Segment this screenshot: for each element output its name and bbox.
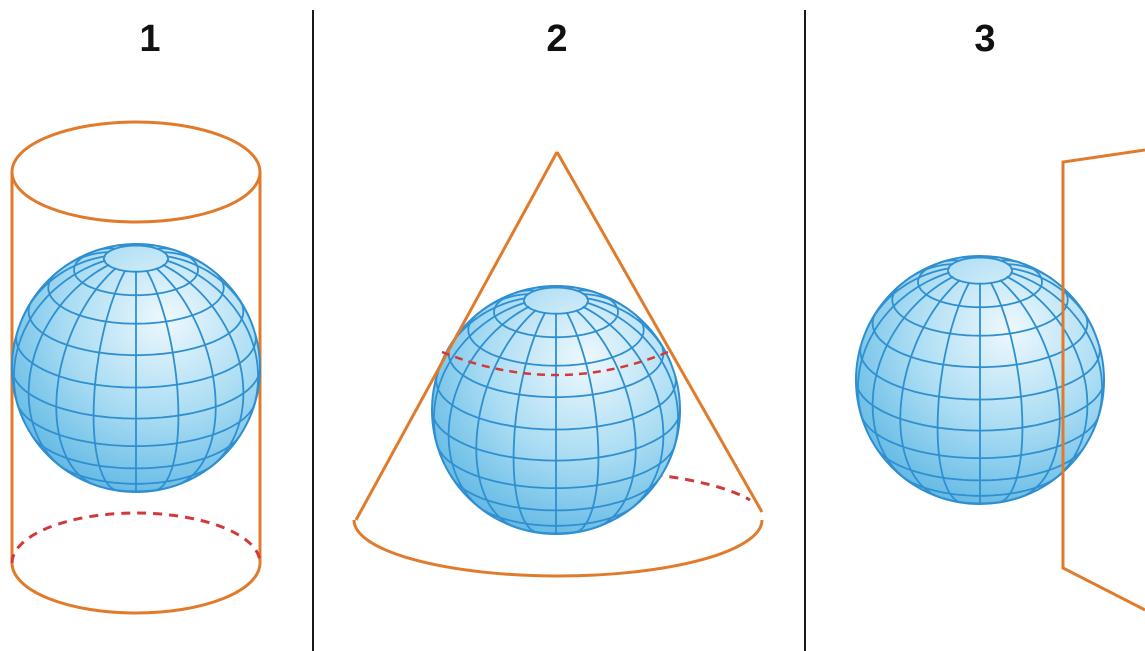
globe-meridian-line (999, 279, 1061, 499)
globe-meridian-line (936, 281, 971, 504)
globe-meridian-line (582, 305, 665, 513)
cone-left-edge (354, 151, 559, 521)
cylinder-bottom-front (10, 562, 262, 615)
globe-meridian-line (475, 309, 537, 529)
globe-meridian-line (92, 269, 127, 492)
globe-meridian-line (94, 247, 117, 252)
globe-meridian-line (166, 255, 252, 321)
globe-meridian-line (575, 309, 637, 529)
globe-meridian-line (999, 259, 1022, 264)
globe-meridian-line (13, 259, 106, 423)
globe-meridian-line (55, 267, 117, 487)
globe-meridian-line (857, 271, 950, 435)
globe-meridian-line (162, 263, 245, 471)
cylinder-bottom-back-dashed (10, 511, 262, 564)
panel-2-label: 2 (546, 18, 568, 60)
globe-meridian-line (899, 279, 961, 499)
globe-meridian-line (1010, 271, 1103, 435)
cone-tangent-circle-dashed (441, 350, 669, 377)
globe-meridian-line (155, 247, 178, 252)
globe-meridian-line (586, 301, 679, 465)
globe-meridian-line (1006, 263, 1053, 280)
globe-meridian-line (447, 305, 530, 513)
globe-meridian-line (907, 263, 954, 280)
globe-meridian-line (575, 289, 598, 294)
globe-meridian-line (146, 244, 155, 248)
cone-base-front (352, 519, 764, 578)
globe-meridian-line (514, 289, 537, 294)
globe-meridian-line (582, 293, 629, 310)
globe-meridian-line (1006, 275, 1089, 483)
globe-meridian-line (864, 267, 950, 333)
panel-1-label: 1 (139, 18, 161, 60)
globe-meridian-line (990, 256, 999, 260)
globe-meridian-line (566, 286, 575, 290)
globe-meridian-line (565, 311, 600, 534)
globe-meridian-line (586, 297, 672, 363)
plane-surface (1061, 148, 1145, 612)
panel-3-label: 3 (974, 18, 996, 60)
globe-meridian-line (512, 311, 547, 534)
globe-meridian-line (537, 286, 546, 290)
globe-meridian-line (27, 263, 110, 471)
globe-meridian-line (145, 269, 180, 492)
globe-meridian-line (155, 267, 217, 487)
globe-1 (11, 243, 261, 493)
globe-meridian-line (20, 255, 106, 321)
globe-meridian-line (63, 251, 110, 268)
cone-right-edge (555, 151, 764, 513)
globe-meridian-line (871, 275, 954, 483)
globe-meridian-line (989, 281, 1024, 504)
globe-meridian-line (166, 259, 259, 423)
globe-meridian-line (162, 251, 209, 268)
globe-meridian-line (433, 301, 526, 465)
cone-surface (352, 151, 764, 578)
globe-3 (855, 255, 1105, 505)
globe-meridian-line (938, 259, 961, 264)
globe-meridian-line (961, 256, 970, 260)
globe-2 (431, 285, 681, 535)
globe-meridian-line (117, 244, 126, 248)
cylinder-top-ellipse (10, 120, 262, 224)
globe-meridian-line (483, 293, 530, 310)
